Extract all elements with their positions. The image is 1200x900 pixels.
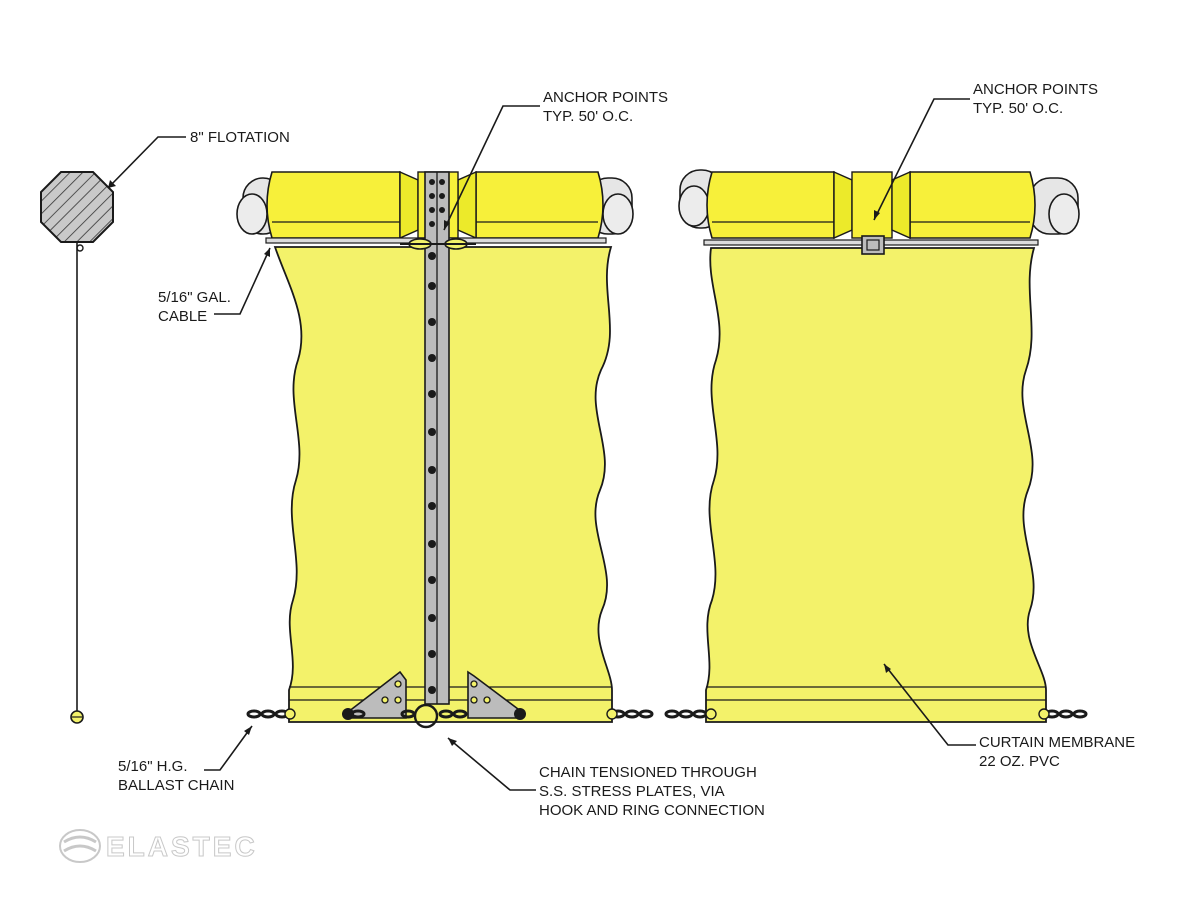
stress-plate-left — [347, 670, 407, 719]
elastec-logo: ELASTEC — [59, 829, 258, 863]
leader-lines — [107, 98, 976, 791]
label-cable-line1: 5/16" GAL. — [158, 289, 231, 306]
label-flotation: 8" FLOTATION — [190, 129, 290, 146]
logo-mark-icon — [59, 829, 101, 863]
anchor-bracket-icon — [861, 235, 885, 255]
label-chain-line1: CHAIN TENSIONED THROUGH — [539, 764, 757, 781]
connector-bolts — [428, 179, 445, 694]
logo-wordmark: ELASTEC — [106, 831, 258, 862]
ballast-chain-right — [664, 709, 1088, 719]
hook-ring-icon — [413, 703, 439, 729]
label-anchor-right-line2: TYP. 50' O.C. — [973, 100, 1063, 117]
ballast-chain-left — [246, 709, 654, 719]
label-cable-line2: CABLE — [158, 308, 207, 325]
label-anchor-right-line1: ANCHOR POINTS — [973, 81, 1098, 98]
label-ballast-line2: BALLAST CHAIN — [118, 777, 234, 794]
label-anchor-left-line1: ANCHOR POINTS — [543, 89, 668, 106]
right-boom-section — [284, 169, 1088, 723]
label-anchor-left-line2: TYP. 50' O.C. — [543, 108, 633, 125]
label-membrane-line2: 22 OZ. PVC — [979, 753, 1060, 770]
label-chain-line3: HOOK AND RING CONNECTION — [539, 802, 765, 819]
curtain-membrane-right — [705, 247, 1047, 723]
label-chain-line2: S.S. STRESS PLATES, VIA — [539, 783, 725, 800]
cable-clamp-icon — [76, 244, 84, 252]
flotation-section — [40, 171, 114, 724]
flotation-octagon — [40, 171, 114, 243]
label-ballast-line1: 5/16" H.G. — [118, 758, 188, 775]
left-boom-section — [236, 170, 654, 729]
label-membrane-line1: CURTAIN MEMBRANE — [979, 734, 1135, 751]
